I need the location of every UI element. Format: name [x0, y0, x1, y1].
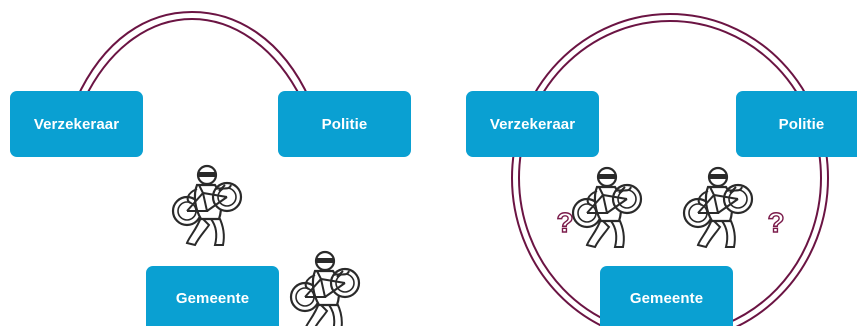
- bike-thief-icon: [289, 250, 361, 326]
- politie-label: Politie: [321, 115, 368, 133]
- bike-thief-icon: [571, 166, 643, 249]
- bike-thief-icon: [682, 166, 754, 249]
- gemeente-box: Gemeente: [146, 266, 279, 326]
- verzekeraar-box: Verzekeraar: [466, 91, 599, 157]
- gemeente-label: Gemeente: [629, 289, 704, 307]
- question-mark-icon: ?: [767, 207, 784, 238]
- politie-box: Politie: [278, 91, 411, 157]
- verzekeraar-box: Verzekeraar: [10, 91, 143, 157]
- left-connection-arc: [75, 10, 311, 101]
- verzekeraar-label: Verzekeraar: [33, 115, 120, 133]
- question-mark-icon: ?: [556, 207, 573, 238]
- right-connection-ring: [511, 13, 829, 326]
- politie-box: Politie: [736, 91, 857, 157]
- gemeente-box: Gemeente: [600, 266, 733, 326]
- politie-label: Politie: [778, 115, 825, 133]
- bike-thief-icon: [171, 164, 243, 247]
- gemeente-label: Gemeente: [175, 289, 250, 307]
- verzekeraar-label: Verzekeraar: [489, 115, 576, 133]
